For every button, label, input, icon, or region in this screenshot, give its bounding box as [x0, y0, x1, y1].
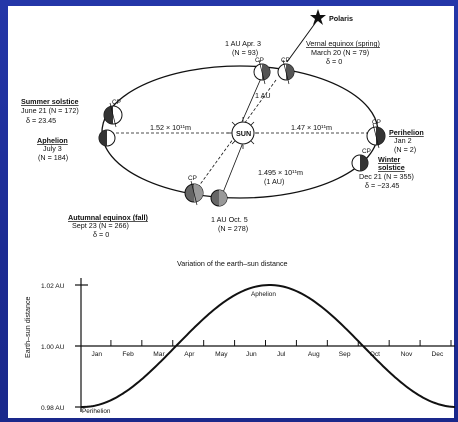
- month-label-apr: Apr: [184, 351, 195, 358]
- dist-mean-label-1: 1.495 × 10¹¹m: [258, 168, 303, 177]
- month-labels: Jan Feb Mar Apr May Jun Jul Aug Sep Oct Nov Dec: [91, 351, 444, 358]
- earth-aphelion-icon: [98, 129, 116, 147]
- autumnal-label-1: Autumnal equinox (fall): [68, 213, 148, 222]
- summer-label-2: June 21 (N = 172): [21, 106, 79, 115]
- oct-label-2: (N = 278): [218, 224, 248, 233]
- month-label-aug: Aug: [308, 351, 320, 358]
- aphelion-label-2: July 3: [43, 144, 62, 153]
- month-label-sep: Sep: [339, 351, 351, 358]
- graph-perihelion-label: Perihelion: [82, 408, 111, 415]
- earth-winter-icon: [351, 154, 369, 172]
- graph-aphelion-label: Aphelion: [251, 291, 276, 298]
- summer-label-3: δ = 23.45: [26, 116, 56, 125]
- month-label-nov: Nov: [401, 351, 413, 358]
- dist-mean-label-2: (1 AU): [264, 177, 284, 186]
- equinox-line: [195, 79, 277, 191]
- vernal-label-2: March 20 (N = 79): [311, 48, 369, 57]
- autumnal-label-2: Sept 23 (N = 266): [72, 221, 129, 230]
- perihelion-label-1: Perihelion: [389, 128, 424, 137]
- dist-left-label: 1.52 × 10¹¹m: [150, 123, 191, 132]
- summer-label-1: Summer solstice: [21, 97, 79, 106]
- aphelion-label-1: Aphelion: [37, 136, 68, 145]
- pole-label-summer: CP: [112, 99, 121, 106]
- month-label-mar: Mar: [153, 351, 165, 358]
- one-au-line: [240, 75, 263, 125]
- graph-ylabel: Earth–sun distance: [23, 296, 32, 358]
- apr-label-2: (N = 93): [232, 48, 258, 57]
- vernal-label-1: Vernal equinox (spring): [306, 39, 380, 48]
- winter-label-1: Winter: [378, 155, 400, 164]
- pole-label-vernal: CP: [281, 57, 290, 64]
- y-label-bot: 0.98 AU: [41, 405, 65, 412]
- earth-vernal-icon: [277, 59, 295, 85]
- polaris-pointer: [286, 21, 317, 63]
- autumnal-label-3: δ = 0: [93, 230, 109, 239]
- distance-curve: [81, 284, 456, 408]
- month-label-feb: Feb: [122, 351, 134, 358]
- month-label-dec: Dec: [432, 351, 444, 358]
- pole-label-winter: CP: [362, 148, 371, 155]
- y-label-mid: 1.00 AU: [41, 344, 65, 351]
- pole-label-apr: CP: [255, 57, 264, 64]
- month-label-may: May: [215, 351, 228, 358]
- month-ticks: [110, 340, 452, 346]
- earth-summer-icon: [103, 102, 123, 128]
- sun-icon: [227, 117, 259, 149]
- earth-perihelion-icon: [366, 123, 386, 149]
- apr-label-1: 1 AU Apr. 3: [225, 39, 261, 48]
- earth-oct-icon: [210, 189, 228, 207]
- winter-label-2: solstice: [378, 163, 405, 172]
- pole-label-autumnal: CP: [188, 175, 197, 182]
- polaris-label: Polaris: [329, 14, 353, 23]
- y-label-top: 1.02 AU: [41, 283, 65, 290]
- perihelion-label-2: Jan 2: [394, 136, 412, 145]
- month-label-oct: Oct: [370, 351, 380, 358]
- pole-label-perihelion: CP: [372, 119, 381, 126]
- month-label-jan: Jan: [91, 351, 102, 358]
- diagram-panel: [8, 6, 454, 418]
- month-label-jun: Jun: [246, 351, 257, 358]
- earth-apr-icon: [253, 59, 271, 85]
- vernal-label-3: δ = 0: [326, 57, 342, 66]
- perihelion-label-3: (N = 2): [394, 145, 416, 154]
- month-label-jul: Jul: [277, 351, 286, 358]
- oct-label-1: 1 AU Oct. 5: [211, 215, 248, 224]
- graph-title: Variation of the earth–sun distance: [177, 259, 288, 268]
- polaris-star-icon: [310, 9, 326, 25]
- winter-label-4: δ = −23.45: [365, 181, 399, 190]
- sun-label: SUN: [236, 129, 251, 138]
- aphelion-label-3: (N = 184): [38, 153, 68, 162]
- one-au-label: 1 AU: [255, 91, 271, 100]
- dist-right-label: 1.47 × 10¹¹m: [291, 123, 332, 132]
- winter-label-3: Dec 21 (N = 355): [359, 172, 414, 181]
- earth-autumnal-icon: [184, 180, 204, 206]
